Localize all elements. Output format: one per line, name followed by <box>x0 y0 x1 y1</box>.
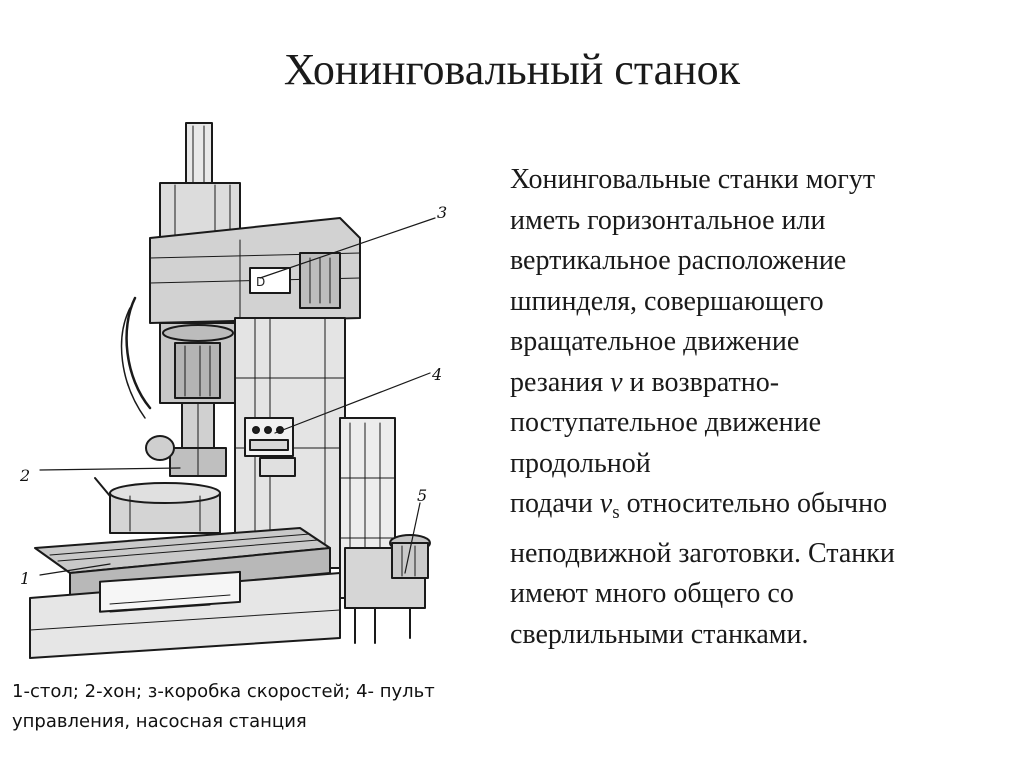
label-3: 3 <box>437 203 447 222</box>
workpiece-fixture <box>94 477 221 534</box>
caption-line-1: 1-стол; 2-хон; з-коробка скоростей; 4- п… <box>12 681 435 702</box>
label-5: 5 <box>417 486 427 505</box>
body-line-6: резания v и возвратно- <box>510 363 1000 404</box>
body-line-1: Хонинговальные станки могут <box>510 164 876 195</box>
body-line-9-pre: подачи <box>510 488 600 519</box>
machine-base <box>29 570 341 659</box>
body-line-3: вертикальное расположение <box>510 245 847 276</box>
pump-station <box>344 534 431 644</box>
feed-speed-subscript: s <box>612 502 620 523</box>
upper-cylinder <box>159 182 241 239</box>
body-line-9: подачи vs относительно обычно <box>510 484 1000 534</box>
body-line-12: сверлильными станками. <box>510 618 809 650</box>
body-line-8: продольной <box>510 447 651 479</box>
body-line-11: имеют много общего со <box>510 578 794 609</box>
spindle-head <box>120 296 236 419</box>
gearbox: D <box>149 217 361 324</box>
label-1: 1 <box>20 569 30 588</box>
figure-caption: 1-стол; 2-хон; з-коробка скоростей; 4- п… <box>12 677 512 737</box>
honing-machine-drawing: D <box>10 118 460 663</box>
hone-tool <box>145 402 227 477</box>
label-4: 4 <box>431 365 442 384</box>
caption-line-2: управления, насосная станция <box>12 711 307 732</box>
body-line-6-pre: резания <box>510 366 611 398</box>
body-line-5: вращательное движение <box>510 326 800 357</box>
body-line-7: поступательное движение <box>510 407 822 438</box>
label-2: 2 <box>19 466 30 485</box>
control-panel <box>244 417 296 477</box>
body-line-2: иметь горизонтальное или <box>510 204 826 236</box>
body-line-4: шпинделя, совершающего <box>510 285 824 317</box>
body-line-9-post: относительно обычно <box>619 488 888 519</box>
figure-labels: 3 4 2 1 5 <box>19 203 447 588</box>
body-line-6-post: и возвратно- <box>622 366 780 398</box>
honing-machine-svg: D <box>19 122 447 659</box>
body-line-10: неподвижной заготовки. Станки <box>510 537 895 569</box>
spindle-rod <box>185 122 213 194</box>
svg-text:D: D <box>256 275 265 289</box>
feed-speed-symbol: v <box>599 488 613 519</box>
description-text: Хонинговальные станки могут иметь горизо… <box>510 160 1000 655</box>
slide-title: Хонинговальный станок <box>283 45 741 94</box>
cutting-speed-symbol: v <box>610 366 623 398</box>
